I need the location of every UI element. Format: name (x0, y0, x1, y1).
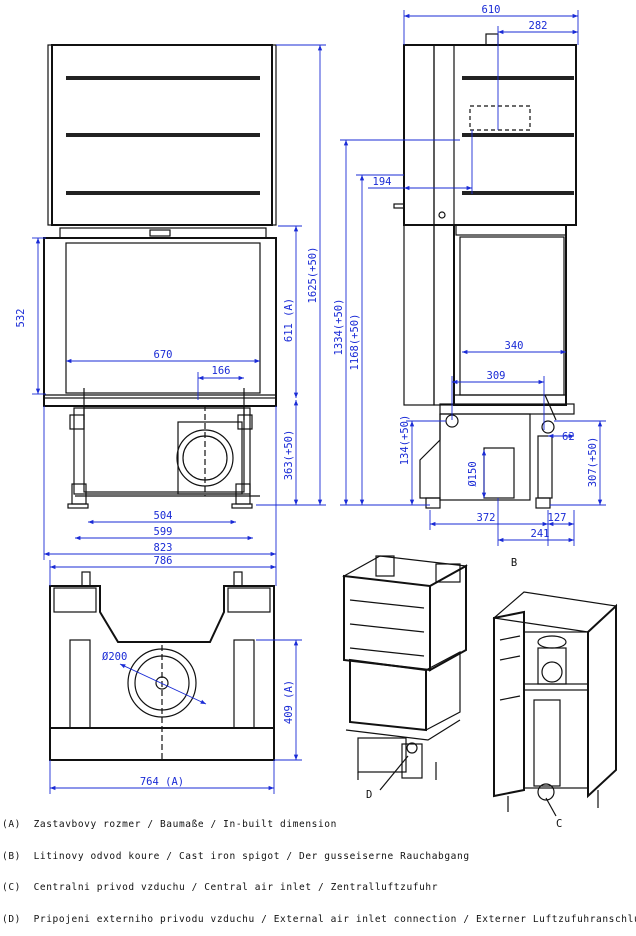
isometric-rear-view: C (492, 591, 618, 830)
isometric-front-view: D (342, 555, 468, 801)
dim-241: 241 (531, 528, 550, 540)
dim-1625: 1625(+50) (307, 247, 319, 304)
dim-610: 610 (482, 4, 501, 16)
top-front-plate (49, 727, 275, 761)
dim-409-a: 409 (A) (283, 680, 295, 724)
dim-307: 307(+50) (587, 437, 599, 488)
callout-d: D (366, 789, 372, 801)
dim-62: 62 (562, 431, 575, 443)
dim-340: 340 (505, 340, 524, 352)
dim-282: 282 (529, 20, 548, 32)
side-spigot-dashed (469, 105, 531, 131)
dim-363: 363(+50) (283, 430, 295, 481)
dim-504: 504 (154, 510, 173, 522)
dim-532: 532 (15, 309, 27, 328)
dim-764-a: 764 (A) (140, 776, 184, 788)
legend-line-b: (B) Litinovy odvod koure / Cast iron spi… (2, 850, 470, 862)
front-dimensions: 532 670 166 611 (A) 1625(+50) 363(+50) 5… (15, 44, 326, 560)
dim-134: 134(+50) (399, 415, 411, 466)
callout-b: B (511, 557, 517, 569)
dim-1334: 1334(+50) (333, 299, 345, 356)
front-glass (65, 242, 261, 394)
front-heat-shield-bar (66, 133, 260, 137)
side-dimensions: 610 282 194 1334(+50) 1168(+50) 340 309 … (333, 4, 606, 569)
dim-1168: 1168(+50) (349, 314, 361, 371)
side-central-air-inlet (483, 447, 515, 499)
front-view (43, 44, 277, 509)
legend-line-a: (A) Zastavbovy rozmer / Baumaße / In-bui… (2, 819, 337, 830)
side-view (393, 33, 577, 509)
dim-823: 823 (154, 542, 173, 554)
front-base (73, 407, 251, 495)
dim-372: 372 (477, 512, 496, 524)
dim-611-a: 611 (A) (283, 298, 295, 342)
side-firebox (453, 224, 567, 406)
legend: (A) Zastavbovy rozmer / Baumaße / In-bui… (2, 799, 636, 936)
legend-line-d: (D) Pripojeni externiho privodu vzduchu … (2, 913, 636, 925)
front-heat-shield-bar (66, 191, 260, 195)
dim-599: 599 (154, 526, 173, 538)
callout-c: C (556, 818, 562, 830)
dim-200: Ø200 (102, 651, 127, 663)
legend-line-c: (C) Centralni privod vzduchu / Central a… (2, 882, 439, 893)
dim-150: Ø150 (467, 461, 479, 486)
technical-drawing: 532 670 166 611 (A) 1625(+50) 363(+50) 5… (15, 4, 618, 830)
dim-194: 194 (373, 176, 392, 188)
dim-127: 127 (548, 512, 567, 524)
dim-309: 309 (487, 370, 506, 382)
side-glass (459, 236, 565, 396)
dim-670: 670 (154, 349, 173, 361)
top-view (49, 571, 275, 761)
dim-786: 786 (154, 555, 173, 567)
top-dimensions: 786 Ø200 409 (A) 764 (A) (49, 555, 302, 794)
front-heat-shield-bar (66, 76, 260, 80)
dim-166: 166 (212, 365, 231, 377)
